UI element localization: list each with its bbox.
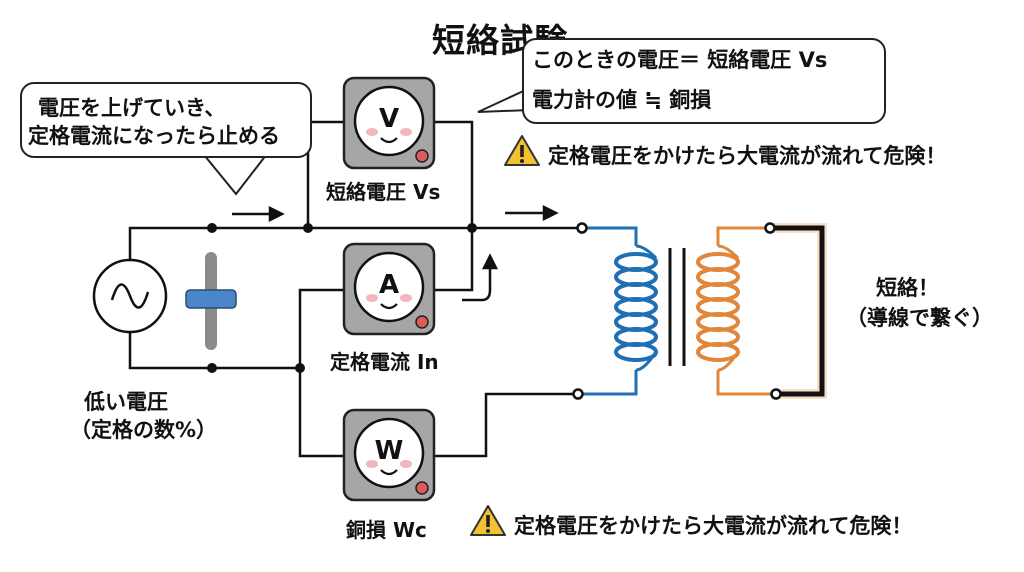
ac-source-icon	[92, 258, 168, 334]
voltmeter: V	[342, 76, 436, 170]
cheek	[366, 460, 378, 468]
arrow-right-icon	[542, 204, 559, 222]
primary-coil	[614, 244, 658, 372]
wires	[128, 120, 580, 458]
smile	[380, 303, 398, 310]
meter-letter: A	[379, 270, 399, 300]
callout-left-line1: 電圧を上げていき、	[38, 96, 226, 120]
meter-face	[353, 85, 425, 157]
cheek	[400, 460, 412, 468]
transformer	[572, 222, 827, 400]
secondary-coil	[696, 244, 740, 372]
slider-knob	[185, 289, 237, 309]
meter-indicator	[415, 481, 429, 495]
cheek	[400, 128, 412, 136]
meter-face	[353, 251, 425, 323]
meter-letter: W	[375, 436, 404, 466]
arrow-up-icon	[481, 253, 499, 270]
wattmeter-label: 銅損 Wc	[346, 518, 427, 542]
meter-letter: V	[379, 104, 399, 134]
cheek	[400, 294, 412, 302]
meter-indicator	[415, 149, 429, 163]
voltmeter-label: 短絡電圧 Vs	[326, 180, 441, 204]
junctions	[207, 223, 477, 373]
warning-text-bottom: 定格電圧をかけたら大電流が流れて危険！	[514, 514, 913, 538]
warning-triangle-icon	[504, 135, 540, 166]
wattmeter: W	[342, 408, 436, 502]
terminal	[770, 388, 782, 400]
arrow-right-icon	[268, 205, 285, 223]
ammeter-label: 定格電流 In	[330, 350, 439, 374]
source-label-line2: （定格の数%）	[70, 418, 218, 442]
short-glow	[770, 223, 827, 399]
meter-indicator	[415, 315, 429, 329]
warning-triangle-icon	[470, 505, 506, 536]
meter-face	[353, 417, 425, 489]
ammeter: A	[342, 242, 436, 336]
callout-left-line2: 定格電流になったら止める	[28, 124, 280, 148]
terminal	[576, 222, 588, 234]
callout-left	[20, 82, 312, 158]
current-arrows	[232, 204, 559, 302]
smile	[380, 137, 398, 144]
short-label-line2: （導線で繋ぐ）	[846, 306, 993, 330]
short-wire	[770, 225, 825, 397]
callout-right-line2: 電力計の値 ≒ 銅損	[532, 88, 712, 112]
callout-right	[522, 38, 886, 124]
cheek	[366, 294, 378, 302]
cheek	[366, 128, 378, 136]
callout-right-line1: このときの電圧＝ 短絡電圧 Vs	[532, 48, 828, 72]
smile	[380, 469, 398, 476]
voltage-slider[interactable]	[185, 252, 237, 350]
source-label-line1: 低い電圧	[84, 390, 168, 414]
terminal	[764, 222, 776, 234]
terminal	[572, 388, 584, 400]
short-label-line1: 短絡！	[876, 276, 939, 300]
warning-text-top: 定格電圧をかけたら大電流が流れて危険！	[548, 144, 947, 168]
